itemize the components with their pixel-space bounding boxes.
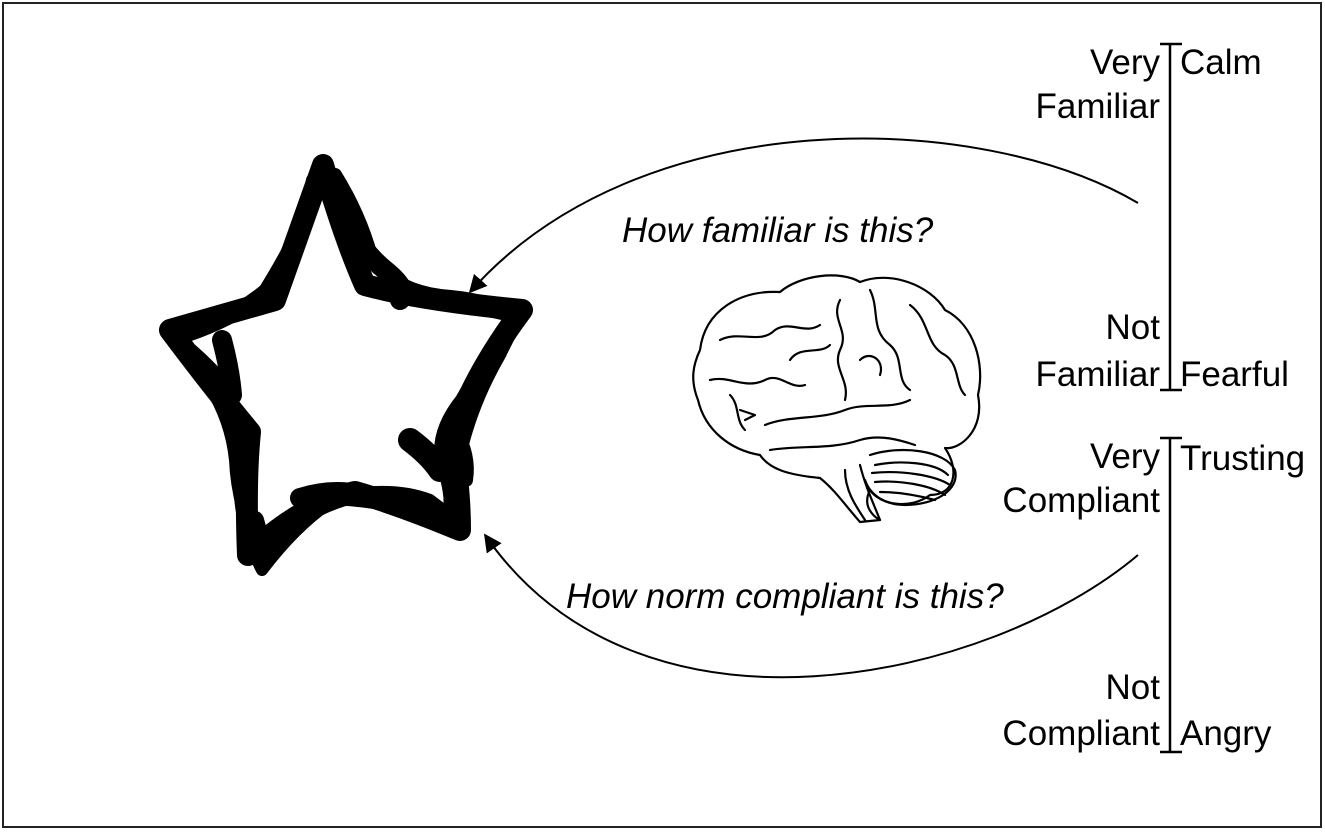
compliant-top-label-line2: Compliant xyxy=(1002,481,1160,520)
compliant-top-label-line1: Very xyxy=(1089,437,1160,476)
compliant-bottom-label-line2: Compliant xyxy=(1002,714,1160,753)
brain-icon xyxy=(692,274,982,524)
familiar-question: How familiar is this? xyxy=(622,211,934,250)
fearful-label: Fearful xyxy=(1180,355,1289,394)
familiar-arrow xyxy=(468,137,1139,294)
familiar-scale-bar xyxy=(1160,42,1182,392)
compliant-question: How norm compliant is this? xyxy=(566,577,1004,616)
compliant-scale-bar xyxy=(1160,436,1182,754)
familiar-bottom-label-line2: Familiar xyxy=(1035,355,1160,394)
trusting-label: Trusting xyxy=(1180,439,1306,478)
compliant-bottom-label-line1: Not xyxy=(1105,668,1160,707)
calm-label: Calm xyxy=(1180,43,1262,82)
familiar-top-label-line2: Familiar xyxy=(1035,87,1160,126)
familiar-top-label-line1: Very xyxy=(1089,43,1160,82)
tangled-star-icon xyxy=(159,154,533,576)
angry-label: Angry xyxy=(1180,714,1272,753)
compliant-arrow xyxy=(483,533,1139,679)
familiar-bottom-label-line1: Not xyxy=(1105,308,1160,347)
